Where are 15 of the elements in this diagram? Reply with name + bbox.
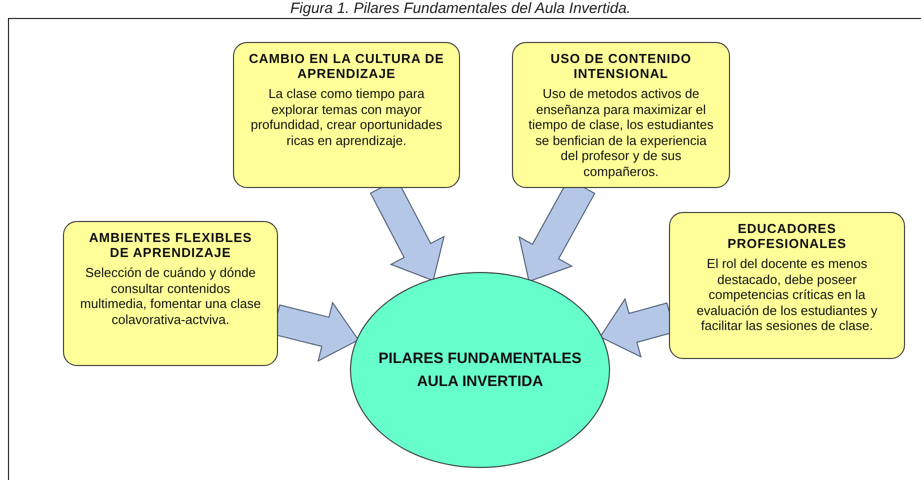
pillar-heading: USO DE CONTENIDO INTENSIONAL <box>549 51 693 81</box>
pillar-heading: AMBIENTES FLEXIBLES DE APRENDIZAJE <box>88 230 254 260</box>
pillar-box <box>63 221 278 366</box>
pillar-heading: CAMBIO EN LA CULTURA DE APRENDIZAJE <box>248 51 445 81</box>
pillar-description: La clase como tiempo para explorar temas con mayor profundidad, crear oportunidades ricas en aprendizaje. <box>250 86 444 148</box>
center-text: PILARES FUNDAMENTALES <box>378 350 582 367</box>
pillar-heading: EDUCADORES PROFESIONALES <box>726 221 848 251</box>
pillar-box <box>669 212 905 359</box>
pillar-description: Uso de metodos activos de enseñanza para maximizar el tiempo de clase, los estudiantes se benfician de la experiencia del profesor y de sus compañeros. <box>528 86 714 179</box>
pillar-description: El rol del docente es menos destacado, debe poseer competencias críticas en la evaluación de los estudiantes y facilitar las sesiones de clase. <box>696 256 878 334</box>
figure-title: Figura 1. Pilares Fundamentales del Aula Invertida. <box>289 0 632 18</box>
pillar-description: Selección de cuándo y dónde consultar contenidos multimedia, fomentar una clase colavorativa-actviva. <box>79 265 262 327</box>
center-text: AULA INVERTIDA <box>416 373 544 390</box>
pillar-box <box>233 42 460 188</box>
pillar-box <box>512 42 730 188</box>
